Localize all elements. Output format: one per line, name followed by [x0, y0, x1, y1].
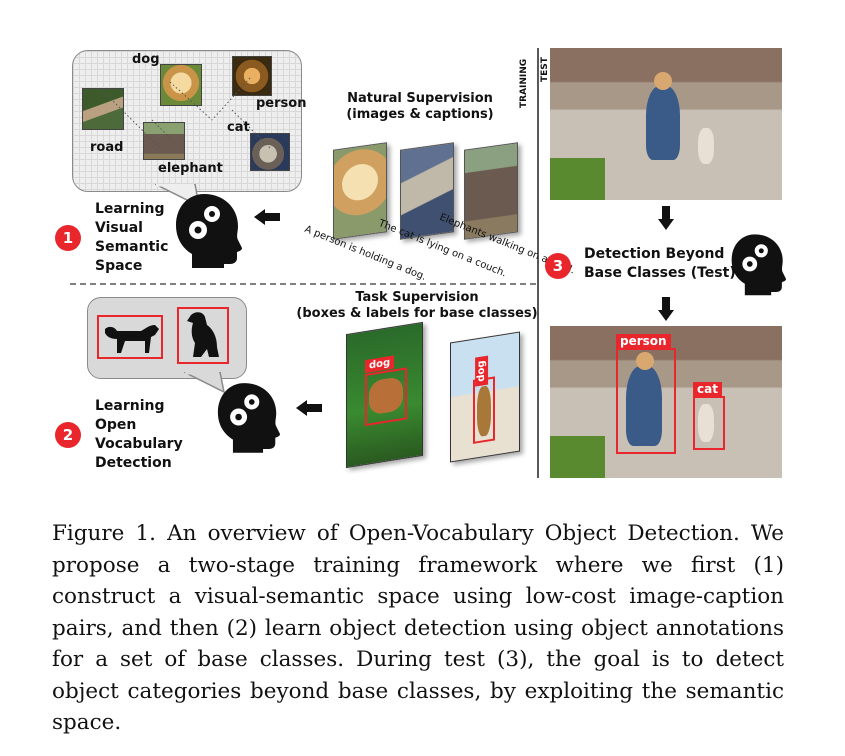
step-2-badge: 2 [55, 422, 81, 448]
task-supervision-line: (boxes & labels for base classes) [296, 306, 538, 321]
dog-sitting-box [177, 307, 229, 364]
detection-label-person: person [616, 334, 671, 349]
road-thumbnail [82, 88, 124, 130]
stage3-title-line: Base Classes (Test) [584, 265, 736, 281]
stage-divider [70, 283, 540, 285]
task-box-dog-1 [365, 367, 407, 427]
concept-cat: cat [227, 120, 250, 135]
down-arrow-icon [658, 206, 674, 230]
dog-sitting-icon [187, 312, 219, 357]
detection-label-cat: cat [693, 382, 722, 397]
brain-head-icon [176, 194, 242, 268]
down-arrow-icon [658, 297, 674, 321]
task-image-beach-dog: dog [450, 331, 520, 463]
dog-silhouette-box [97, 315, 163, 359]
stage1-title-line: Space [95, 258, 143, 274]
natural-supervision-title: Natural Supervision (images & captions) [330, 91, 510, 123]
natural-supervision-line: Natural Supervision [347, 91, 493, 106]
task-supervision-title: Task Supervision (boxes & labels for bas… [288, 290, 546, 322]
detection-box-cat [693, 396, 725, 450]
task-supervision-line: Task Supervision [355, 290, 479, 305]
bubble-tail [184, 372, 226, 394]
stage2-title-line: Learning [95, 398, 165, 414]
stage1-title-line: Visual [95, 220, 143, 236]
concept-elephant: elephant [158, 161, 223, 176]
concept-links [101, 77, 271, 151]
stage2-title-line: Detection [95, 455, 172, 471]
training-label: TRAINING [519, 58, 529, 108]
concept-dog: dog [132, 52, 160, 67]
stage1-title: Learning Visual Semantic Space [95, 200, 168, 276]
left-arrow-icon [296, 400, 322, 416]
stage3-title: Detection Beyond Base Classes (Test) [584, 245, 736, 283]
detection-box-person [616, 348, 676, 454]
test-output-photo: person cat [550, 326, 782, 478]
test-label: TEST [540, 57, 550, 82]
stage1-title-line: Semantic [95, 239, 169, 255]
train-test-divider [537, 48, 539, 478]
task-image-grass-dog: dog [346, 321, 423, 469]
stage1-title-line: Learning [95, 201, 165, 217]
person-thumbnail [232, 56, 272, 96]
task-box-dog-2 [473, 376, 495, 444]
step-3-badge: 3 [545, 253, 571, 279]
left-arrow-icon [254, 209, 280, 225]
natural-supervision-line: (images & captions) [346, 107, 494, 122]
stage2-title-line: Open [95, 417, 137, 433]
elephant-thumbnail [143, 122, 185, 160]
test-input-photo [550, 48, 782, 200]
dog-silhouette-icon [105, 325, 159, 353]
stage3-title-line: Detection Beyond [584, 246, 725, 262]
step-1-badge: 1 [55, 225, 81, 251]
concept-person: person [256, 96, 307, 111]
brain-head-icon [217, 383, 280, 453]
task-label-dog-2: dog [475, 355, 489, 387]
stage2-title: Learning Open Vocabulary Detection [95, 397, 183, 473]
stage2-title-line: Vocabulary [95, 436, 183, 452]
dog-thumbnail [160, 64, 202, 106]
overview-figure: dog person road elephant cat 1 Learning … [55, 48, 786, 478]
cat-thumbnail [250, 133, 290, 171]
concept-road: road [90, 140, 124, 155]
figure-caption: Figure 1. An overview of Open-Vocabulary… [52, 521, 784, 735]
brain-head-icon [731, 234, 786, 296]
